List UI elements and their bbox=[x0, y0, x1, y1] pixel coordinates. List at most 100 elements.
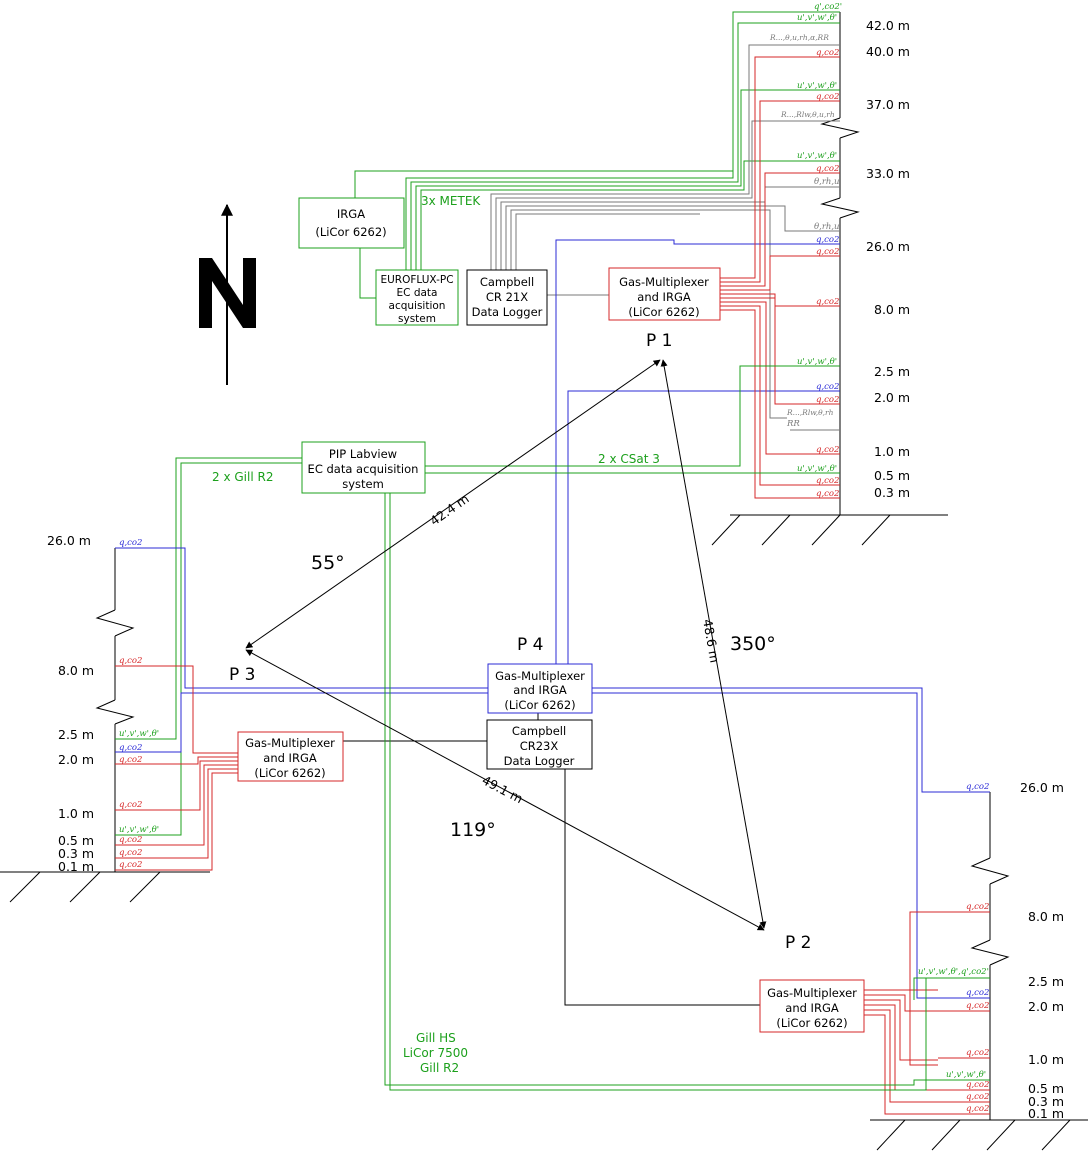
height-label: 42.0 m bbox=[866, 18, 910, 33]
box-line: Gas-Multiplexer bbox=[245, 736, 335, 750]
sensor-label: θ,rh,u bbox=[814, 177, 840, 187]
p2-sensor-labels: q,co2 q,co2 u',v',w',θ',q',co2' q,co2 q,… bbox=[918, 782, 989, 1114]
height-label: 1.0 m bbox=[874, 444, 910, 459]
sensor-label: q,co2 bbox=[119, 743, 142, 753]
box-line: system bbox=[398, 313, 436, 325]
sensor-label: q,co2 bbox=[966, 902, 989, 912]
height-label: 40.0 m bbox=[866, 44, 910, 59]
p2-red-cables bbox=[864, 911, 938, 1115]
p2-height-labels: 26.0 m 8.0 m 2.5 m 2.0 m 1.0 m 0.5 m 0.3… bbox=[1020, 780, 1064, 1121]
sensor-label: q',co2' bbox=[814, 2, 842, 12]
sensor-label: R...,Rlw,θ,rh bbox=[786, 408, 834, 417]
angle-label-350: 350° bbox=[730, 633, 776, 655]
sensor-label: q,co2 bbox=[816, 395, 839, 405]
height-label: 0.5 m bbox=[1028, 1081, 1064, 1096]
angle-label-55: 55° bbox=[311, 552, 345, 574]
sensor-label: q,co2 bbox=[966, 782, 989, 792]
sensor-label: u',v',w',θ' bbox=[119, 729, 159, 739]
sensor-label: q,co2 bbox=[816, 164, 839, 174]
sensor-label: θ,rh,u bbox=[814, 222, 840, 232]
box-line: acquisition bbox=[389, 300, 446, 312]
point-label-p1: P 1 bbox=[646, 331, 672, 351]
height-label: 2.0 m bbox=[874, 390, 910, 405]
p3-sensor-labels: q,co2 q,co2 u',v',w',θ' q,co2 q,co2 q,co… bbox=[119, 538, 159, 870]
euroflux-box: EUROFLUX-PC EC data acquisition system bbox=[375, 269, 459, 326]
irga-box: IRGA (LiCor 6262) bbox=[298, 197, 405, 249]
height-label: 26.0 m bbox=[1020, 780, 1064, 795]
sensor-label: q,co2 bbox=[119, 800, 142, 810]
metek-label: 3x METEK bbox=[421, 194, 481, 208]
height-label: 2.5 m bbox=[58, 727, 94, 742]
sensor-label: q,co2 bbox=[966, 1048, 989, 1058]
p3-green-cables bbox=[168, 457, 302, 836]
sensor-label: q,co2 bbox=[816, 92, 839, 102]
box-line: Gas-Multiplexer bbox=[767, 986, 857, 1000]
box-line: CR23X bbox=[520, 739, 559, 753]
sensor-label: q,co2 bbox=[119, 755, 142, 765]
point-label-p4: P 4 bbox=[517, 635, 543, 655]
box-line: Data Logger bbox=[504, 754, 575, 768]
height-label: 0.1 m bbox=[58, 859, 94, 874]
sensor-label: q,co2 bbox=[119, 860, 142, 870]
height-label: 8.0 m bbox=[874, 302, 910, 317]
gasmux-p4-box: Gas-Multiplexer and IRGA (LiCor 6262) bbox=[487, 663, 593, 714]
box-line: IRGA bbox=[337, 207, 365, 221]
sensor-label: q,co2 bbox=[966, 1001, 989, 1011]
distance-label-p3-p2: 49.1 m bbox=[480, 772, 526, 806]
sensor-label: q,co2 bbox=[816, 235, 839, 245]
gasmux-p3-box: Gas-Multiplexer and IRGA (LiCor 6262) bbox=[237, 731, 344, 782]
bottom-sensor-label: Gill R2 bbox=[420, 1061, 459, 1075]
sensor-label: u',v',w',θ' bbox=[119, 825, 159, 835]
box-line: and IRGA bbox=[263, 751, 317, 765]
box-line: (LiCor 6262) bbox=[504, 698, 575, 712]
gasmux-p1-box: Gas-Multiplexer and IRGA (LiCor 6262) bbox=[608, 267, 721, 321]
sensor-label: R...,θ,u,rh,α,RR bbox=[769, 33, 829, 42]
height-label: 8.0 m bbox=[58, 663, 94, 678]
box-line: Gas-Multiplexer bbox=[495, 669, 585, 683]
box-line: Campbell bbox=[480, 275, 534, 289]
box-line: Gas-Multiplexer bbox=[619, 275, 709, 289]
height-label: 2.0 m bbox=[1028, 999, 1064, 1014]
height-label: 26.0 m bbox=[866, 239, 910, 254]
bottom-sensor-label: Gill HS bbox=[416, 1031, 456, 1045]
p2-sensor-arms bbox=[938, 791, 990, 1115]
sensor-label: u',v',w',θ' bbox=[797, 464, 837, 474]
point-label-p3: P 3 bbox=[229, 665, 255, 685]
sensor-label: u',v',w',θ' bbox=[946, 1070, 986, 1080]
irga-cables bbox=[354, 170, 733, 299]
height-label: 0.5 m bbox=[874, 468, 910, 483]
sensor-label: q,co2 bbox=[966, 1104, 989, 1114]
box-line: Campbell bbox=[512, 724, 566, 738]
sensor-label: R...,Rlw,θ,u,rh bbox=[780, 110, 835, 119]
height-label: 26.0 m bbox=[47, 533, 91, 548]
box-line: CR 21X bbox=[486, 290, 528, 304]
box-line: EC data bbox=[397, 287, 438, 299]
sensor-label: q,co2 bbox=[119, 538, 142, 548]
red-cables-p1 bbox=[720, 56, 790, 499]
sensor-label: q,co2 bbox=[119, 656, 142, 666]
distance-label-p1-p2: 48.6 m bbox=[700, 618, 722, 664]
sensor-label: q,co2 bbox=[816, 489, 839, 499]
sensor-label: q,co2 bbox=[816, 445, 839, 455]
campbell-cr23x-box: Campbell CR23X Data Logger bbox=[486, 719, 593, 770]
height-label: 0.3 m bbox=[58, 846, 94, 861]
p1-sensor-labels: q',co2' u',v',w',θ' R...,θ,u,rh,α,RR q,c… bbox=[769, 2, 842, 499]
angle-label-119: 119° bbox=[450, 819, 496, 841]
box-line: EUROFLUX-PC bbox=[380, 274, 453, 286]
sensor-label: u',v',w',θ' bbox=[797, 357, 837, 367]
box-line: and IRGA bbox=[513, 683, 567, 697]
sensor-label: q,co2 bbox=[816, 247, 839, 257]
sensor-label: q,co2 bbox=[119, 848, 142, 858]
sensor-label: q,co2 bbox=[966, 1092, 989, 1102]
sensor-label: u',v',w',θ',q',co2' bbox=[918, 967, 989, 977]
sensor-label: q,co2 bbox=[816, 382, 839, 392]
sensor-label: u',v',w',θ' bbox=[797, 13, 837, 23]
height-label: 1.0 m bbox=[58, 806, 94, 821]
height-label: 2.5 m bbox=[874, 364, 910, 379]
box-line: system bbox=[342, 477, 384, 491]
p2-blue-cables bbox=[592, 687, 938, 999]
height-label: 0.1 m bbox=[1028, 1106, 1064, 1121]
box-line: Data Logger bbox=[472, 305, 543, 319]
gasmux-p2-box: Gas-Multiplexer and IRGA (LiCor 6262) bbox=[759, 979, 865, 1033]
